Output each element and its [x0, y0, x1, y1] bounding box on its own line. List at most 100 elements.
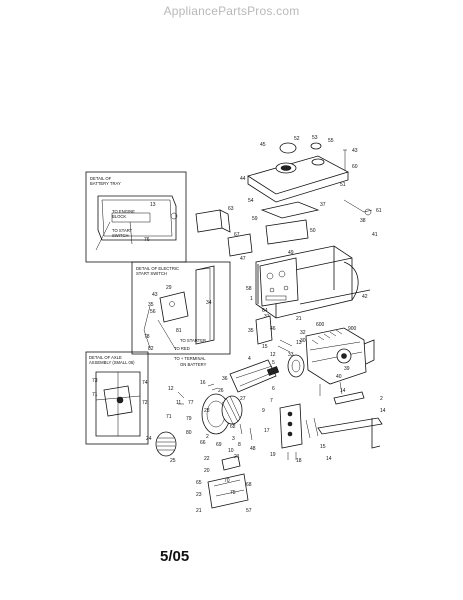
battery-tray-note-a-2: BLOCK [112, 214, 126, 219]
part-label-2-right: 2 [380, 396, 383, 402]
part-label-2: 2 [206, 434, 209, 440]
bracket-parts: 64 35 15 12 13 [248, 308, 302, 358]
part-label-72: 72 [142, 400, 148, 406]
part-label-13: 13 [150, 202, 156, 208]
part-label-45: 45 [260, 142, 266, 148]
start-switch-note-c-2: ON BATTERY [180, 362, 207, 367]
part-label-46: 46 [270, 326, 276, 332]
part-label-9: 9 [262, 408, 265, 414]
part-label-81: 81 [176, 328, 182, 334]
part-label-76: 76 [144, 237, 150, 243]
start-switch-detail: DETAIL OF ELECTRIC START SWITCH 29 43 35… [131, 261, 231, 367]
rear-housing: 77 79 80 2 3 12 11 71 [166, 386, 243, 442]
part-label-6: 6 [272, 386, 275, 392]
axle-detail-title-1: DETAIL OF AXLE [89, 355, 122, 360]
part-label-78: 78 [144, 334, 150, 340]
part-label-64: 64 [262, 308, 268, 314]
part-label-54: 54 [248, 198, 254, 204]
part-label-62: 62 [230, 424, 236, 430]
frame-feet: 14 2 14 15 14 40 39 [305, 366, 386, 462]
battery-parts: 63 54 37 59 67 47 50 [195, 198, 326, 262]
housing-hardware: 8 48 10 22 21 20 [204, 423, 256, 474]
part-label-80: 80 [186, 430, 192, 436]
alternator-assembly: 33 4 5 6 27 16 26 7 9 [200, 352, 305, 414]
battery-tray-title-1: DETAIL OF [90, 176, 112, 181]
part-label-14-lower: 14 [326, 456, 332, 462]
part-label-39: 39 [344, 366, 350, 372]
start-switch-title-1: DETAIL OF ELECTRIC [136, 266, 179, 271]
start-switch-title-2: START SWITCH [136, 271, 167, 276]
part-label-14-right: 14 [380, 408, 386, 414]
part-label-32: 32 [300, 330, 306, 336]
part-label-7: 7 [270, 398, 273, 404]
part-label-69: 69 [216, 442, 222, 448]
part-label-33: 33 [288, 352, 294, 358]
part-label-52: 52 [294, 136, 300, 142]
part-label-12-rear: 12 [168, 386, 174, 392]
axle-detail: DETAIL OF AXLE ASSEMBLY (SMALL 06) 73 74… [85, 351, 149, 445]
axle-detail-title-2: ASSEMBLY (SMALL 06) [89, 360, 135, 365]
part-label-21: 21 [296, 316, 302, 322]
part-label-11: 11 [176, 400, 181, 406]
part-label-35-detail: 35 [148, 302, 154, 308]
battery-tray-note-b-1: TO START [112, 228, 133, 233]
part-label-59: 59 [252, 216, 258, 222]
part-label-48: 48 [250, 446, 256, 452]
battery-tray-detail: DETAIL OF BATTERY TRAY TO ENGINE BLOCK T… [85, 171, 187, 263]
part-label-65: 65 [196, 480, 202, 486]
part-label-28: 28 [204, 408, 210, 414]
part-label-61: 61 [376, 208, 382, 214]
part-label-38: 38 [360, 218, 366, 224]
part-label-10: 10 [228, 448, 234, 454]
part-label-25: 25 [170, 458, 176, 464]
part-label-75: 75 [230, 490, 236, 496]
part-label-66: 66 [200, 440, 206, 446]
misc-labels: 46 28 36 62 66 69 70 75 [200, 326, 276, 496]
engine-assembly: 900 600 32 30 [300, 322, 375, 396]
part-label-4: 4 [248, 356, 251, 362]
part-label-74: 74 [142, 380, 148, 386]
start-switch-note-a: TO STARTER [180, 338, 206, 343]
part-label-53: 53 [312, 135, 318, 141]
fuel-tank-cover: 45 52 53 55 44 51 43 60 61 38 41 [240, 135, 382, 238]
part-label-21-lower: 21 [234, 454, 240, 460]
battery-tray-title-2: BATTERY TRAY [90, 181, 121, 186]
part-label-5: 5 [272, 360, 275, 366]
part-label-900: 900 [348, 326, 357, 332]
part-label-79: 79 [186, 416, 192, 422]
part-label-580: 58 [246, 286, 252, 292]
part-label-20: 20 [204, 468, 210, 474]
start-switch-note-b: TO RED [174, 346, 190, 351]
part-label-26: 26 [218, 388, 224, 394]
outlet-panel: 17 19 18 [264, 403, 303, 464]
battery-tray-note-b-2: SWITCH [112, 233, 129, 238]
part-label-15: 15 [262, 344, 268, 350]
part-label-21-axle: 21 [196, 508, 202, 514]
part-label-71: 71 [166, 414, 172, 420]
part-label-18: 18 [296, 458, 302, 464]
part-label-3: 3 [232, 436, 235, 442]
part-label-29-detail: 29 [166, 285, 172, 291]
part-label-51: 51 [340, 182, 346, 188]
part-label-71-detail: 71 [92, 392, 98, 398]
part-label-37: 37 [320, 202, 326, 208]
generator-frame: 58 31 21 42 49 1 [246, 245, 371, 322]
part-label-1: 1 [250, 296, 253, 302]
part-label-82: 82 [148, 346, 154, 352]
end-cover: 24 25 [146, 431, 177, 464]
part-label-42: 42 [362, 294, 368, 300]
part-label-68: 68 [246, 482, 252, 488]
part-label-73: 73 [92, 378, 98, 384]
part-label-22: 22 [204, 456, 210, 462]
part-label-16: 16 [200, 380, 206, 386]
part-label-34-detail: 34 [206, 300, 212, 306]
part-label-67: 67 [234, 232, 240, 238]
part-label-36: 36 [222, 376, 228, 382]
part-label-12: 12 [270, 352, 276, 358]
lower-axle-bracket: 65 23 21 57 68 [196, 473, 252, 514]
part-label-13: 13 [296, 340, 302, 346]
part-label-63: 63 [228, 206, 234, 212]
part-label-30: 30 [300, 338, 306, 344]
part-label-43: 43 [352, 148, 358, 154]
